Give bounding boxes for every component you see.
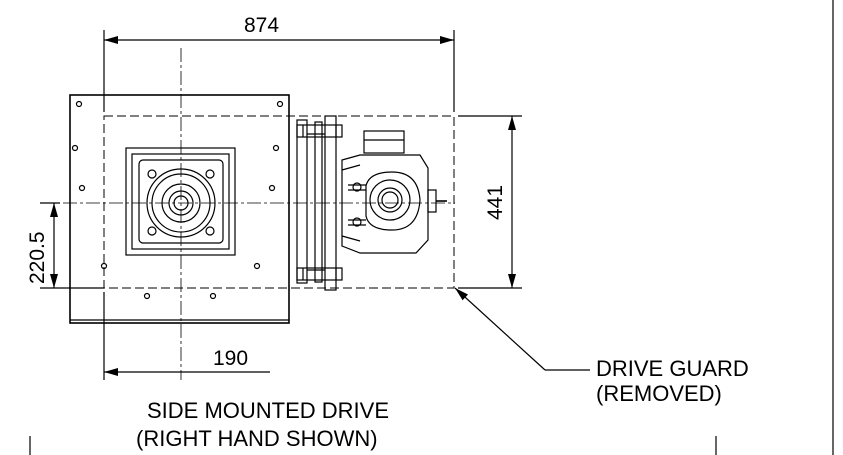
dimension-label-441: 441	[484, 185, 507, 220]
drawing-frame	[29, 0, 834, 455]
bearing-mount	[125, 147, 236, 256]
gearbox-motor	[341, 130, 447, 254]
housing-plate	[69, 94, 290, 324]
drive-guard-leader	[454, 287, 590, 371]
callout-line-2: (REMOVED)	[596, 381, 722, 406]
callout-line-1: DRIVE GUARD	[596, 356, 749, 381]
dimension-bottom-offset: 190	[103, 292, 270, 380]
dimension-height-right: 441	[458, 115, 522, 289]
dimension-label-220-5: 220.5	[26, 231, 49, 284]
caption-line-1: SIDE MOUNTED DRIVE	[147, 398, 389, 423]
drive-guard-outline	[103, 115, 455, 289]
caption-line-2: (RIGHT HAND SHOWN)	[136, 426, 378, 451]
dimension-label-190: 190	[213, 347, 248, 370]
mounting-flanges	[296, 115, 343, 291]
mounting-holes	[71, 100, 284, 300]
dimension-height-left: 220.5	[26, 202, 104, 289]
centre-lines	[40, 48, 455, 380]
dimension-label-874: 874	[244, 14, 279, 37]
dimension-overall-width: 874	[103, 14, 455, 112]
